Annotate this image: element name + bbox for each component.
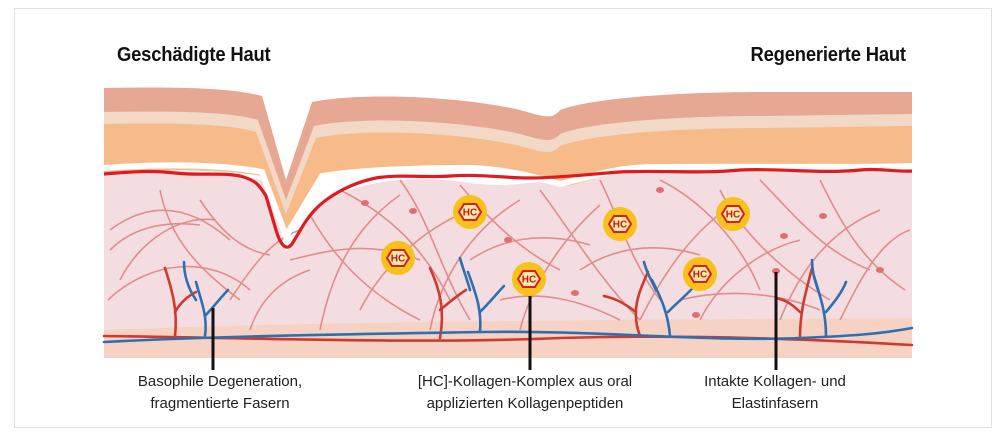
- hc-badge-label: HC: [726, 210, 740, 221]
- caption-left-line-1: Basophile Degeneration,: [115, 371, 325, 393]
- hc-badge: HC: [683, 257, 717, 291]
- caption-basophilic-degeneration: Basophile Degeneration, fragmentierte Fa…: [115, 371, 325, 415]
- caption-mid-line-1: [HC]-Kollagen-Komplex aus oral: [380, 371, 670, 393]
- hc-badge-label: HC: [613, 220, 627, 231]
- hc-badge-label: HC: [391, 254, 405, 265]
- caption-left-line-2: fragmentierte Fasern: [115, 393, 325, 415]
- caption-right-line-2: Elastinfasern: [660, 393, 890, 415]
- caption-right-line-1: Intakte Kollagen- und: [660, 371, 890, 393]
- hc-badge-label: HC: [693, 270, 707, 281]
- title-regenerated-skin: Regenerierte Haut: [751, 44, 906, 67]
- hc-badge: HC: [453, 195, 487, 229]
- caption-intact-fibers: Intakte Kollagen- und Elastinfasern: [660, 371, 890, 415]
- hc-badge: HC: [512, 262, 546, 296]
- hc-badge: HC: [381, 241, 415, 275]
- hc-badge-label: HC: [463, 208, 477, 219]
- caption-hc-collagen-complex: [HC]-Kollagen-Komplex aus oral applizier…: [380, 371, 670, 415]
- caption-mid-line-2: applizierten Kollagenpeptiden: [380, 393, 670, 415]
- hc-badge: HC: [716, 197, 750, 231]
- title-damaged-skin: Geschädigte Haut: [117, 44, 270, 67]
- hc-badge: HC: [603, 207, 637, 241]
- hc-badge-label: HC: [522, 275, 536, 286]
